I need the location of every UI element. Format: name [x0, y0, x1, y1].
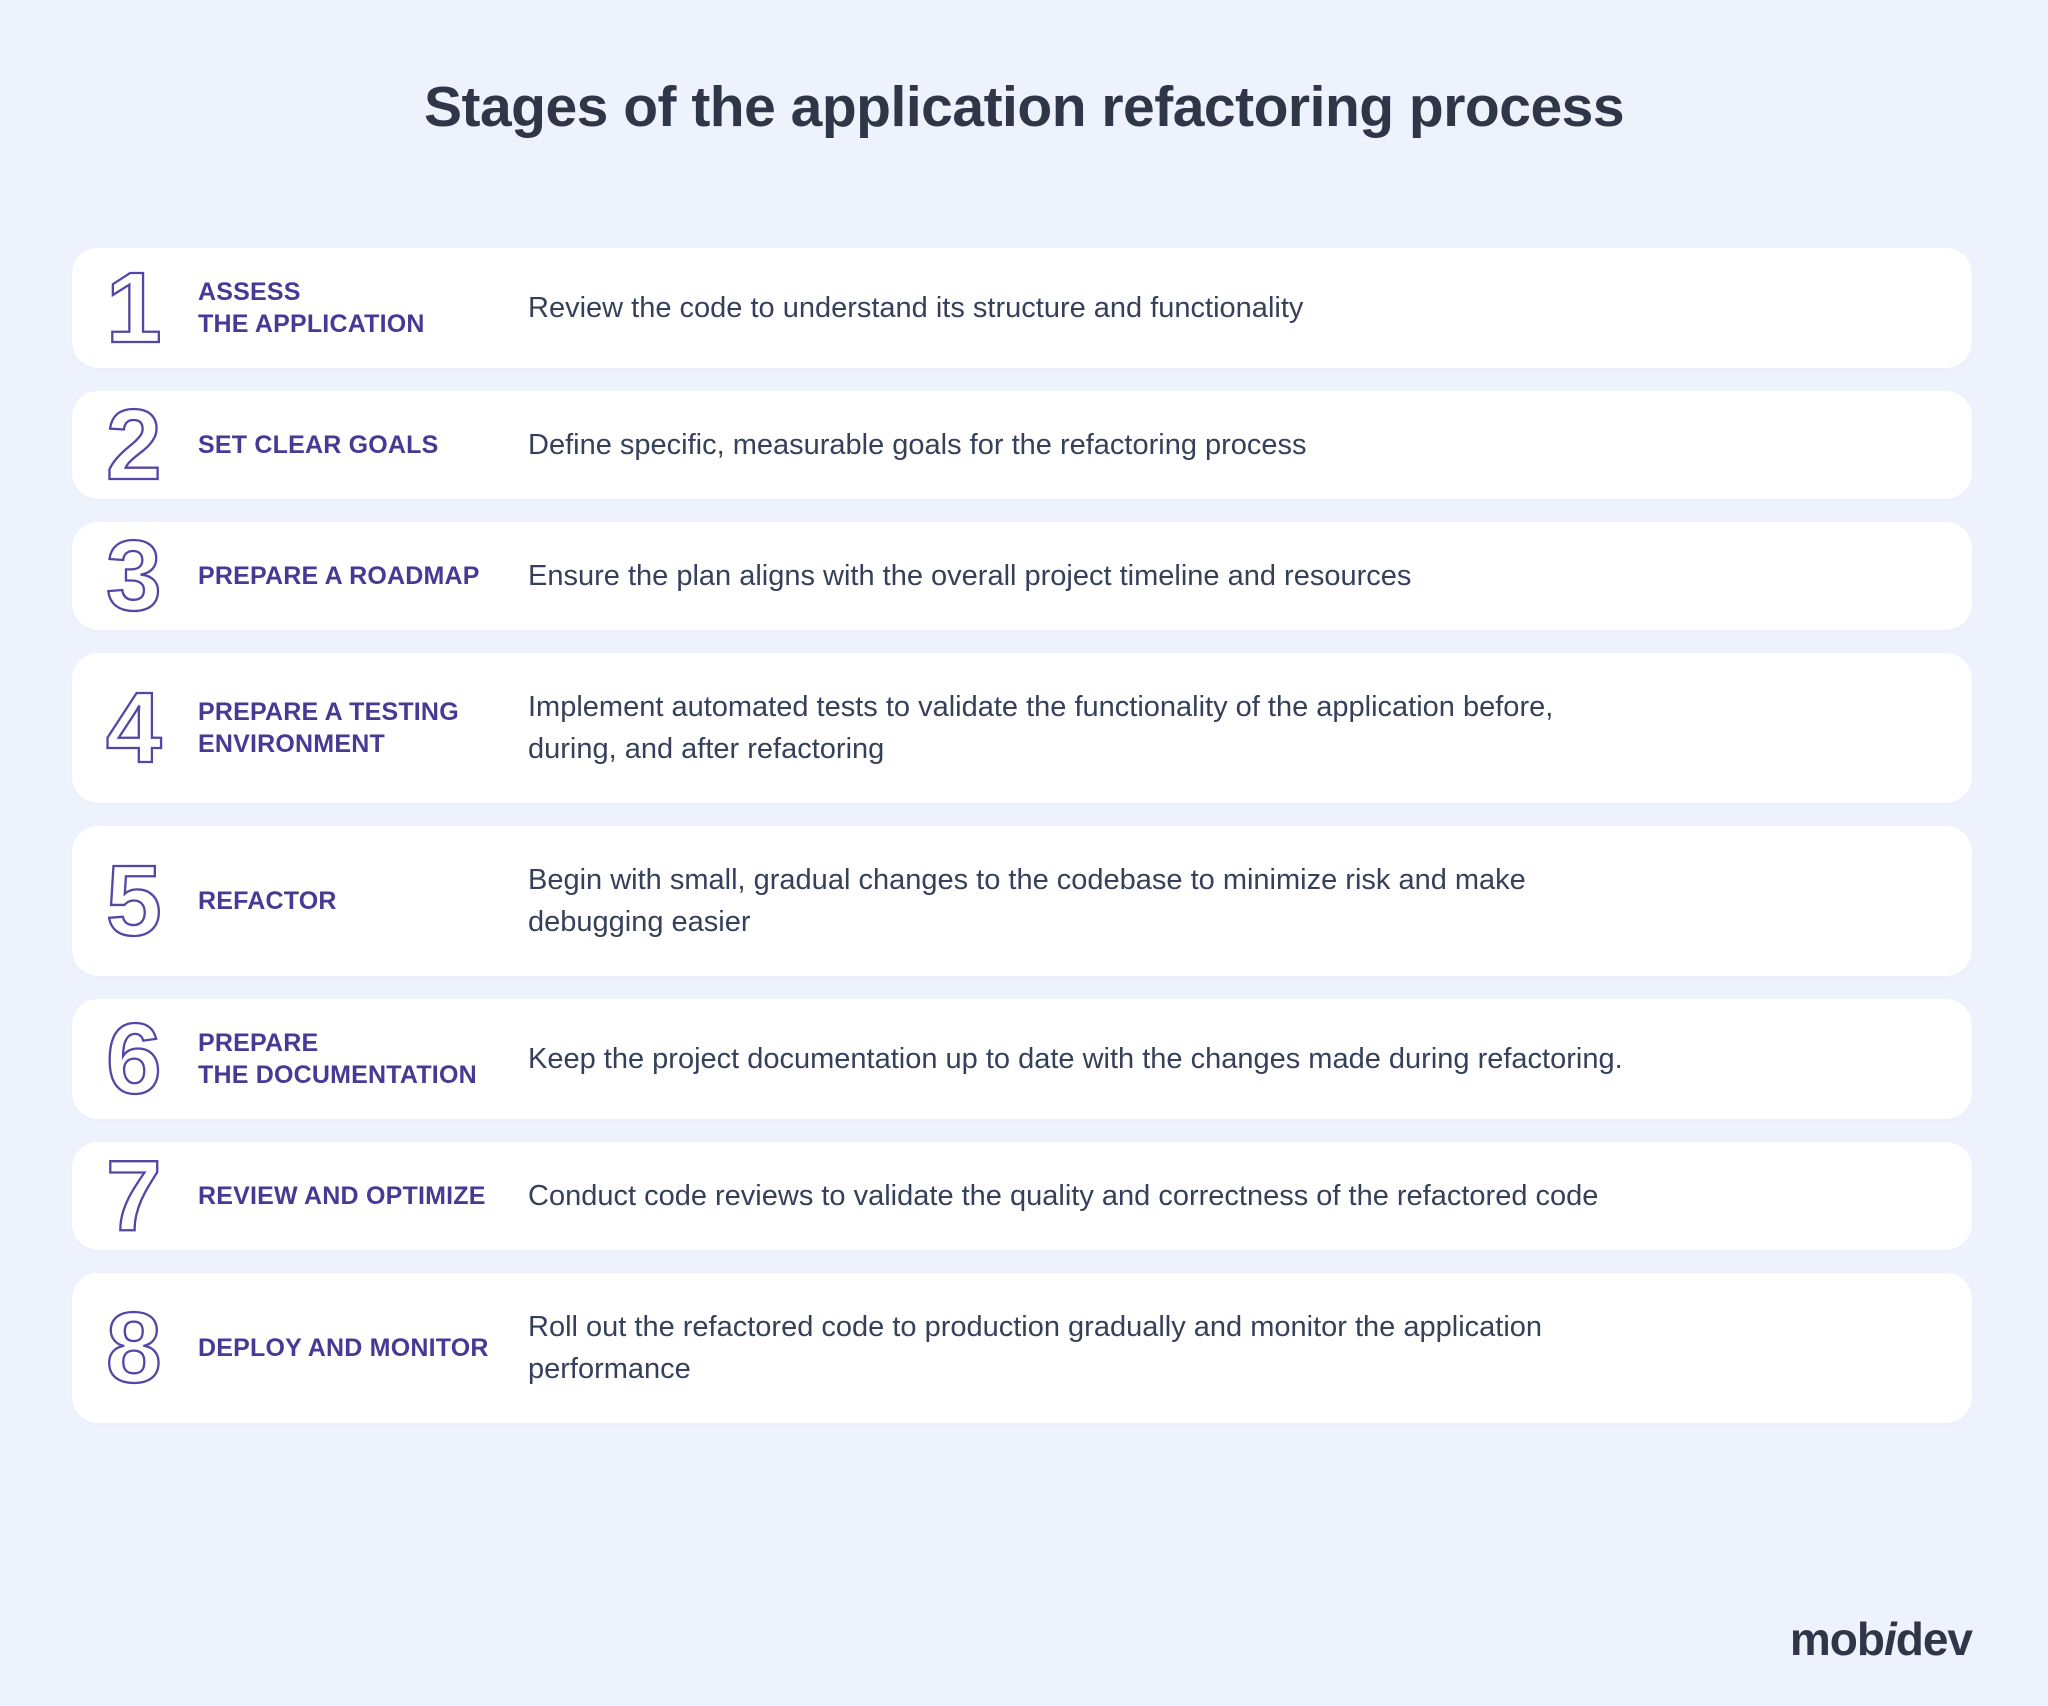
- stage-label-7: REVIEW AND OPTIMIZE: [198, 1180, 528, 1212]
- stage-description-6: Keep the project documentation up to dat…: [528, 1038, 1972, 1080]
- stage-label-line1: REFACTOR: [198, 887, 337, 915]
- stage-label-line1: REVIEW AND OPTIMIZE: [198, 1182, 486, 1210]
- stage-desc-line2: during, and after refactoring: [528, 733, 885, 765]
- stage-card-6: 6 PREPARE THE DOCUMENTATION Keep the pro…: [72, 999, 1972, 1119]
- stage-description-8: Roll out the refactored code to producti…: [528, 1306, 1972, 1390]
- stage-desc-line2: performance: [528, 1353, 691, 1385]
- stage-card-8: 8 DEPLOY AND MONITOR Roll out the refact…: [72, 1273, 1972, 1423]
- stage-desc-line2: debugging easier: [528, 906, 751, 938]
- stage-label-3: PREPARE A ROADMAP: [198, 560, 528, 592]
- stage-desc-line1: Conduct code reviews to validate the qua…: [528, 1179, 1599, 1212]
- stage-desc-line1: Keep the project documentation up to dat…: [528, 1042, 1623, 1075]
- stage-label-line1: PREPARE: [198, 1029, 319, 1057]
- stage-number-2: 2: [105, 389, 163, 501]
- stage-description-1: Review the code to understand its struct…: [528, 287, 1972, 329]
- stage-description-2: Define specific, measurable goals for th…: [528, 424, 1972, 466]
- mobidev-logo: mobidev: [1789, 1612, 1973, 1666]
- stage-desc-line1: Ensure the plan aligns with the overall …: [528, 559, 1412, 592]
- stage-description-3: Ensure the plan aligns with the overall …: [528, 555, 1972, 597]
- stage-label-line1: SET CLEAR GOALS: [198, 431, 439, 459]
- stage-number-1: 1: [105, 252, 163, 364]
- stage-number-7: 7: [105, 1140, 163, 1252]
- stage-label-6: PREPARE THE DOCUMENTATION: [198, 1027, 528, 1091]
- stage-card-3: 3 PREPARE A ROADMAP Ensure the plan alig…: [72, 522, 1972, 630]
- stage-label-line2: THE APPLICATION: [198, 310, 425, 338]
- stage-description-7: Conduct code reviews to validate the qua…: [528, 1175, 1972, 1217]
- stage-label-line1: PREPARE A ROADMAP: [198, 562, 480, 590]
- stage-label-line2: ENVIRONMENT: [198, 730, 385, 758]
- stage-desc-line1: Implement automated tests to validate th…: [528, 690, 1554, 723]
- stage-card-5: 5 REFACTOR Begin with small, gradual cha…: [72, 826, 1972, 976]
- stage-desc-line1: Review the code to understand its struct…: [528, 291, 1304, 324]
- stage-card-1: 1 ASSESS THE APPLICATION Review the code…: [72, 248, 1972, 368]
- stage-label-line1: DEPLOY AND MONITOR: [198, 1334, 489, 1362]
- stage-label-5: REFACTOR: [198, 885, 528, 917]
- stage-list: 1 ASSESS THE APPLICATION Review the code…: [72, 248, 1972, 1446]
- stage-label-4: PREPARE A TESTING ENVIRONMENT: [198, 696, 528, 760]
- stage-label-line2: THE DOCUMENTATION: [198, 1061, 477, 1089]
- stage-desc-line1: Roll out the refactored code to producti…: [528, 1310, 1543, 1343]
- stage-number-3: 3: [105, 520, 163, 632]
- stage-card-7: 7 REVIEW AND OPTIMIZE Conduct code revie…: [72, 1142, 1972, 1250]
- stage-description-4: Implement automated tests to validate th…: [528, 686, 1972, 770]
- stage-number-4: 4: [105, 672, 163, 784]
- stage-label-line1: ASSESS: [198, 278, 301, 306]
- stage-label-1: ASSESS THE APPLICATION: [198, 276, 528, 340]
- stage-desc-line1: Define specific, measurable goals for th…: [528, 428, 1307, 461]
- stage-number-5: 5: [105, 845, 163, 957]
- page-title: Stages of the application refactoring pr…: [423, 75, 1625, 139]
- stage-description-5: Begin with small, gradual changes to the…: [528, 859, 1972, 943]
- stage-number-8: 8: [105, 1292, 163, 1404]
- stage-number-6: 6: [105, 1003, 163, 1115]
- stage-desc-line1: Begin with small, gradual changes to the…: [528, 863, 1526, 896]
- stage-label-2: SET CLEAR GOALS: [198, 429, 528, 461]
- stage-label-8: DEPLOY AND MONITOR: [198, 1332, 528, 1364]
- stage-card-2: 2 SET CLEAR GOALS Define specific, measu…: [72, 391, 1972, 499]
- stage-card-4: 4 PREPARE A TESTING ENVIRONMENT Implemen…: [72, 653, 1972, 803]
- stage-label-line1: PREPARE A TESTING: [198, 698, 459, 726]
- brand-part1: mob: [1789, 1613, 1885, 1665]
- brand-italic-i: i: [1883, 1613, 1897, 1665]
- brand-part2: dev: [1895, 1613, 1973, 1665]
